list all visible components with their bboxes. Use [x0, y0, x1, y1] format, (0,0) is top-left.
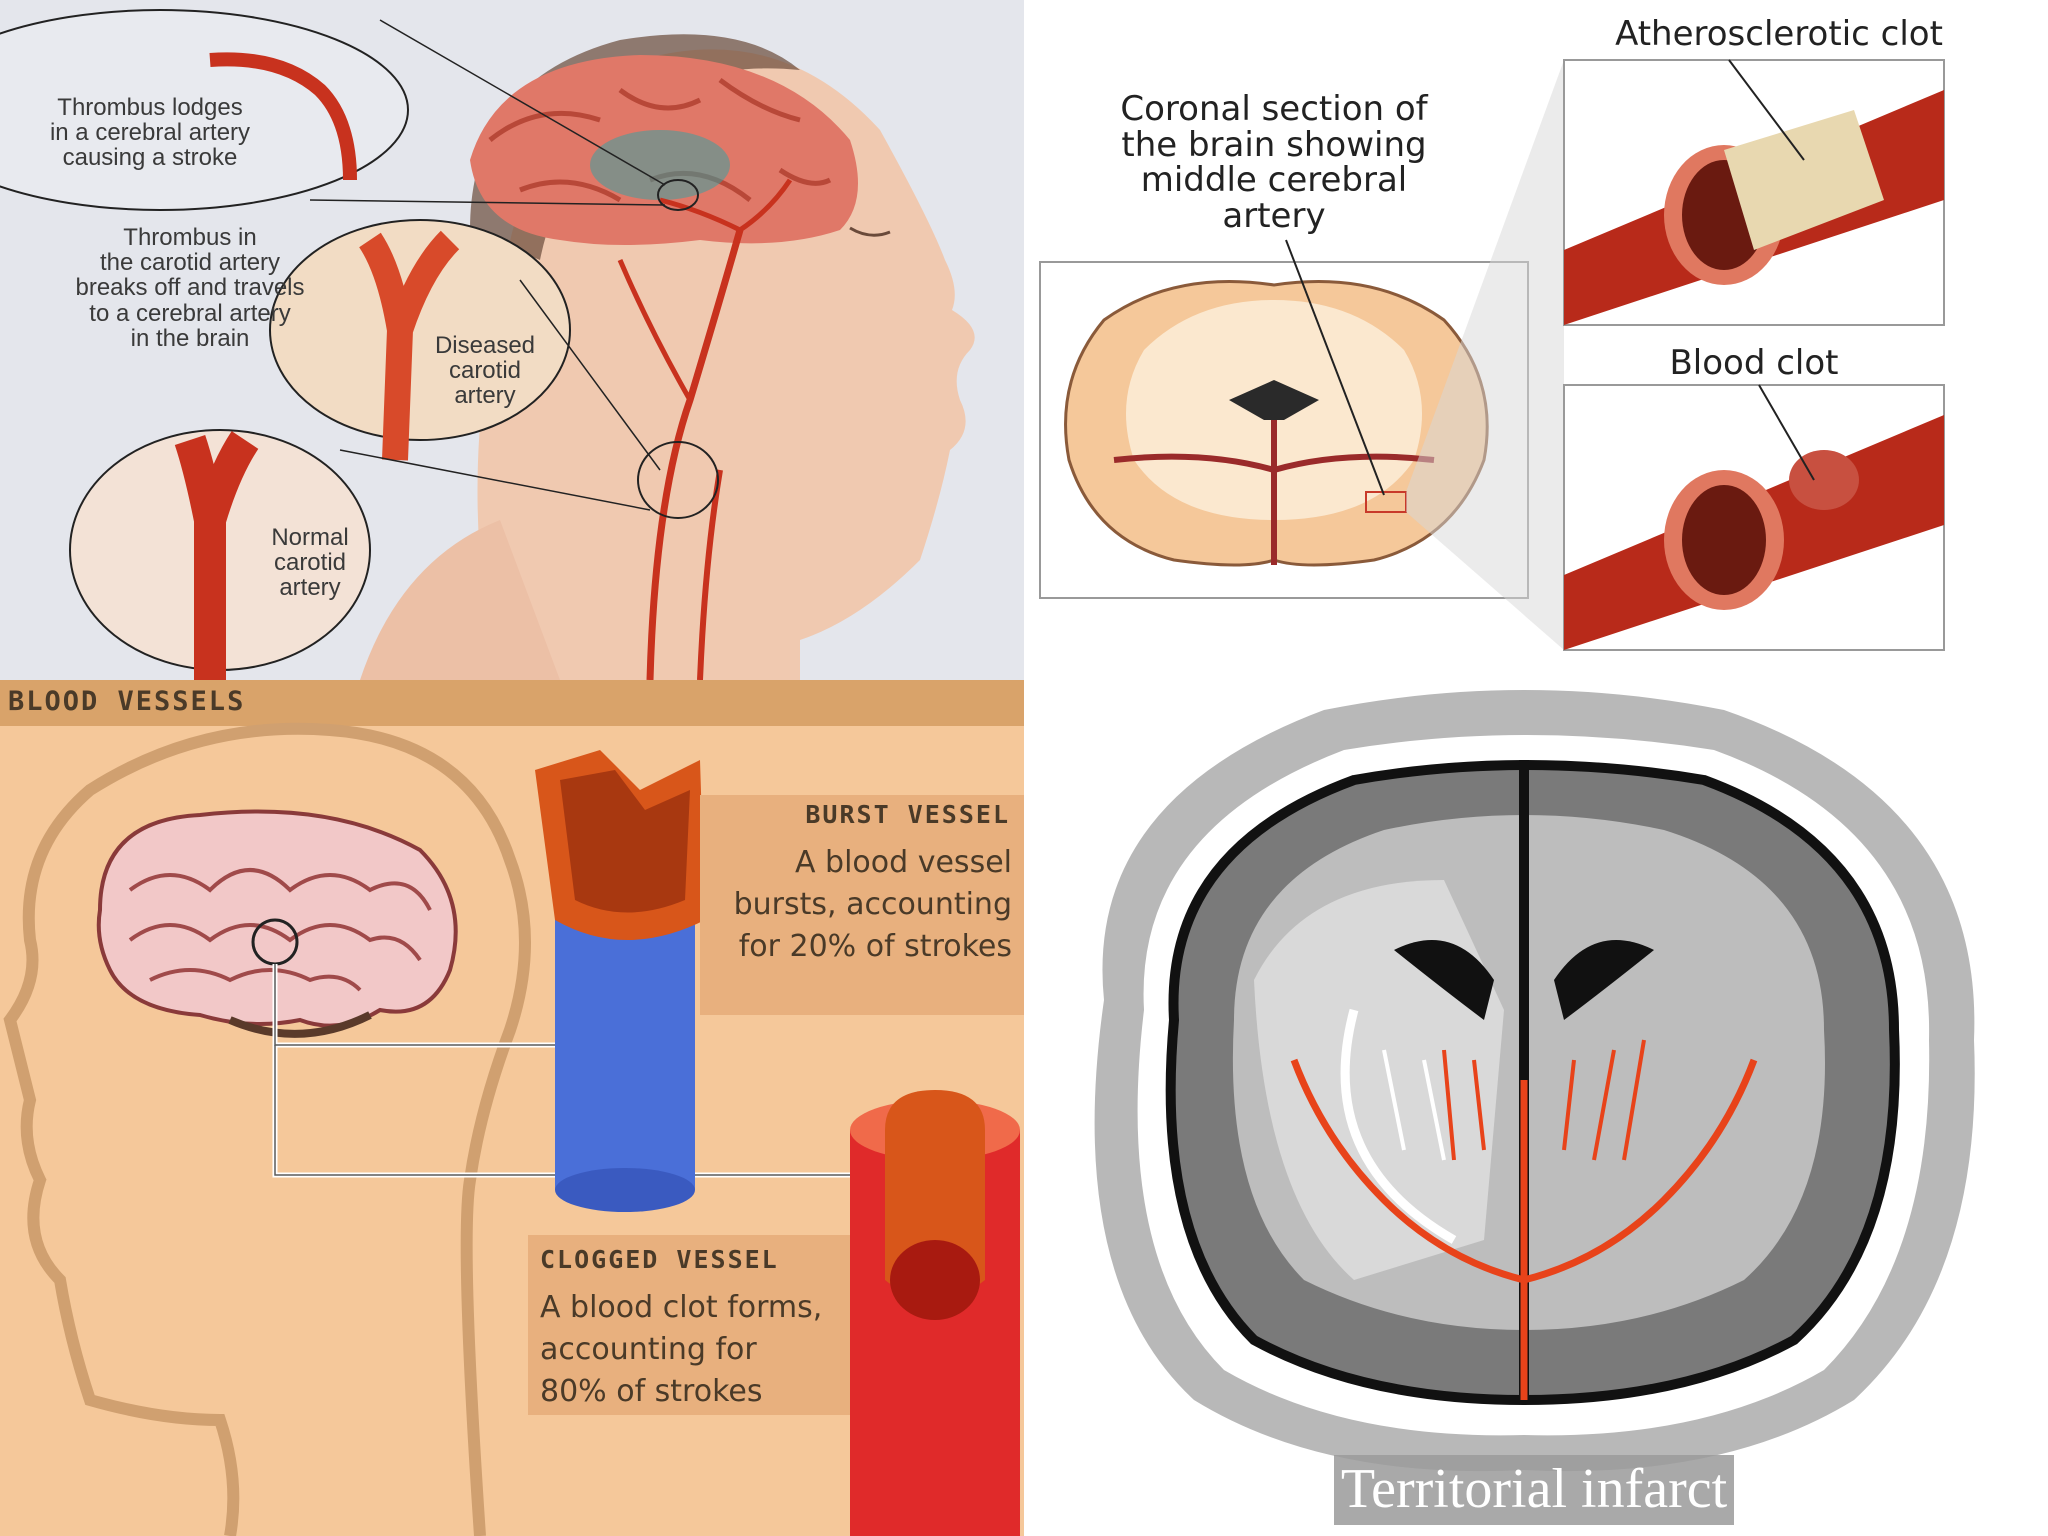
panel-blood-vessels: BLOOD VESSELS BURST VESSEL A blood vesse…	[0, 680, 1024, 1536]
caption-background	[1334, 1455, 1734, 1525]
plaque-leader	[1728, 59, 1805, 161]
clogged-label-box	[528, 1235, 868, 1415]
label-thrombus-lodges: Thrombus lodges in a cerebral artery cau…	[49, 94, 251, 172]
brain-marker	[657, 179, 699, 211]
neck-marker	[637, 441, 719, 519]
clogged-vessel-text: A blood clot forms, accounting for 80% o…	[540, 1290, 823, 1409]
clot-leader	[1758, 384, 1815, 481]
middle-cerebral-artery	[1113, 420, 1435, 565]
header-blood-vessels: BLOOD VESSELS	[8, 686, 246, 717]
leader-line	[309, 199, 666, 206]
label-coronal-section: Coronal section of the brain showing mid…	[1120, 89, 1428, 237]
burst-vessel-text: A blood vessel bursts, accounting for 20…	[733, 845, 1012, 964]
lenticulostriate-arteries	[1442, 1039, 1646, 1161]
brain	[96, 809, 458, 1028]
panel-carotid-stroke: Thrombus lodges in a cerebral artery cau…	[0, 0, 1024, 680]
label-thrombus-carotid: Thrombus in the carotid artery breaks of…	[75, 224, 305, 352]
artery-lumen-2	[1682, 485, 1766, 595]
leader-line	[339, 449, 651, 511]
normal-artery-closeup	[174, 431, 259, 680]
burst-vessel-title: BURST VESSEL	[805, 800, 1010, 829]
carotid-stroke-illustration	[0, 9, 975, 680]
label-diseased-carotid: Diseased carotid artery	[434, 332, 536, 410]
plaque	[1724, 110, 1884, 250]
neck-shoulder	[360, 520, 560, 680]
zoom-wedge	[1406, 60, 1564, 650]
middle-cerebral-arteries	[1290, 1058, 1758, 1400]
clot-plug	[890, 1240, 980, 1320]
left-ventricle	[1394, 940, 1494, 1020]
burst-vessel-inner	[560, 770, 690, 913]
clot	[1789, 450, 1859, 510]
caption-territorial-infarct: Territorial infarct	[1340, 1458, 1728, 1520]
cerebral-arteries	[617, 178, 793, 402]
header-bar	[0, 680, 1024, 726]
coronal-clot-illustration	[1039, 59, 1945, 651]
clogged-vessel-title: CLOGGED VESSEL	[540, 1245, 779, 1274]
carotid-artery	[646, 229, 744, 680]
callout-diseased	[269, 219, 571, 441]
closed-eye	[849, 226, 891, 237]
diseased-artery-closeup	[358, 230, 460, 461]
head-outline	[3, 722, 531, 1536]
blood-vessels-illustration	[0, 680, 1024, 1536]
burst-label-box	[700, 795, 1024, 1015]
occluded-arteries	[1382, 1049, 1446, 1161]
infarct-illustration	[1094, 690, 1975, 1525]
callout-lodges	[0, 9, 409, 211]
leader-line	[519, 279, 661, 471]
brain-folds	[488, 77, 832, 203]
label-blood-clot: Blood clot	[1669, 343, 1839, 383]
burst-vessel-bottom	[555, 1168, 695, 1212]
cerebellum-shadow	[228, 1011, 372, 1038]
right-ventricle	[1554, 940, 1654, 1020]
cerebral-artery-closeup	[209, 52, 357, 181]
brain-folds	[128, 868, 432, 992]
panel-coronal-clots: Coronal section of the brain showing mid…	[1024, 0, 2048, 680]
stroke-area	[590, 130, 730, 200]
leader-line	[379, 19, 666, 186]
label-normal-carotid: Normal carotid artery	[271, 524, 349, 602]
label-atherosclerotic-clot: Atherosclerotic clot	[1615, 14, 1943, 54]
coronal-leader	[1285, 239, 1385, 496]
occluded-mca	[1340, 1008, 1457, 1244]
panel-territorial-infarct: Territorial infarct	[1024, 680, 2048, 1536]
ventricles	[1229, 380, 1319, 420]
